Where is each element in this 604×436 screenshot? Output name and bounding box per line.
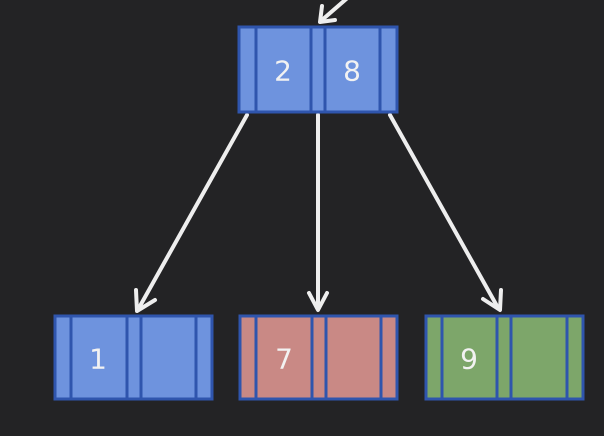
- incoming-arrow: [318, 0, 349, 24]
- child-node-1-pointer-slot: [53, 314, 73, 401]
- edge-root-to-child-2: [307, 113, 329, 312]
- child-node-3-pointer-slot: [565, 314, 585, 401]
- root-node: 2 8: [237, 25, 399, 114]
- child-1-key-1: 1: [89, 343, 107, 376]
- child-node-2-pointer-slot: [238, 314, 258, 401]
- child-node-3-pointer-slot: [495, 314, 513, 401]
- child-node-3-pointer-slot: [424, 314, 444, 401]
- child-2-key-1: 7: [275, 343, 293, 376]
- child-node-1-pointer-slot: [125, 314, 143, 401]
- root-key-1: 2: [274, 55, 292, 88]
- edge-root-to-child-3: [388, 113, 503, 312]
- child-3-key-1: 9: [460, 343, 478, 376]
- root-node-pointer-slot: [309, 25, 327, 114]
- child-node-1-pointer-slot: [194, 314, 214, 401]
- root-key-2: 8: [343, 55, 361, 88]
- root-node-pointer-slot: [378, 25, 399, 114]
- root-node-pointer-slot: [237, 25, 258, 114]
- edge-root-to-child-1: [134, 113, 249, 313]
- child-node-3: 9: [424, 314, 585, 401]
- child-node-2-pointer-slot: [379, 314, 399, 401]
- child-node-1: 1: [53, 314, 214, 401]
- child-node-2-pointer-slot: [310, 314, 328, 401]
- child-node-2: 7: [238, 314, 399, 401]
